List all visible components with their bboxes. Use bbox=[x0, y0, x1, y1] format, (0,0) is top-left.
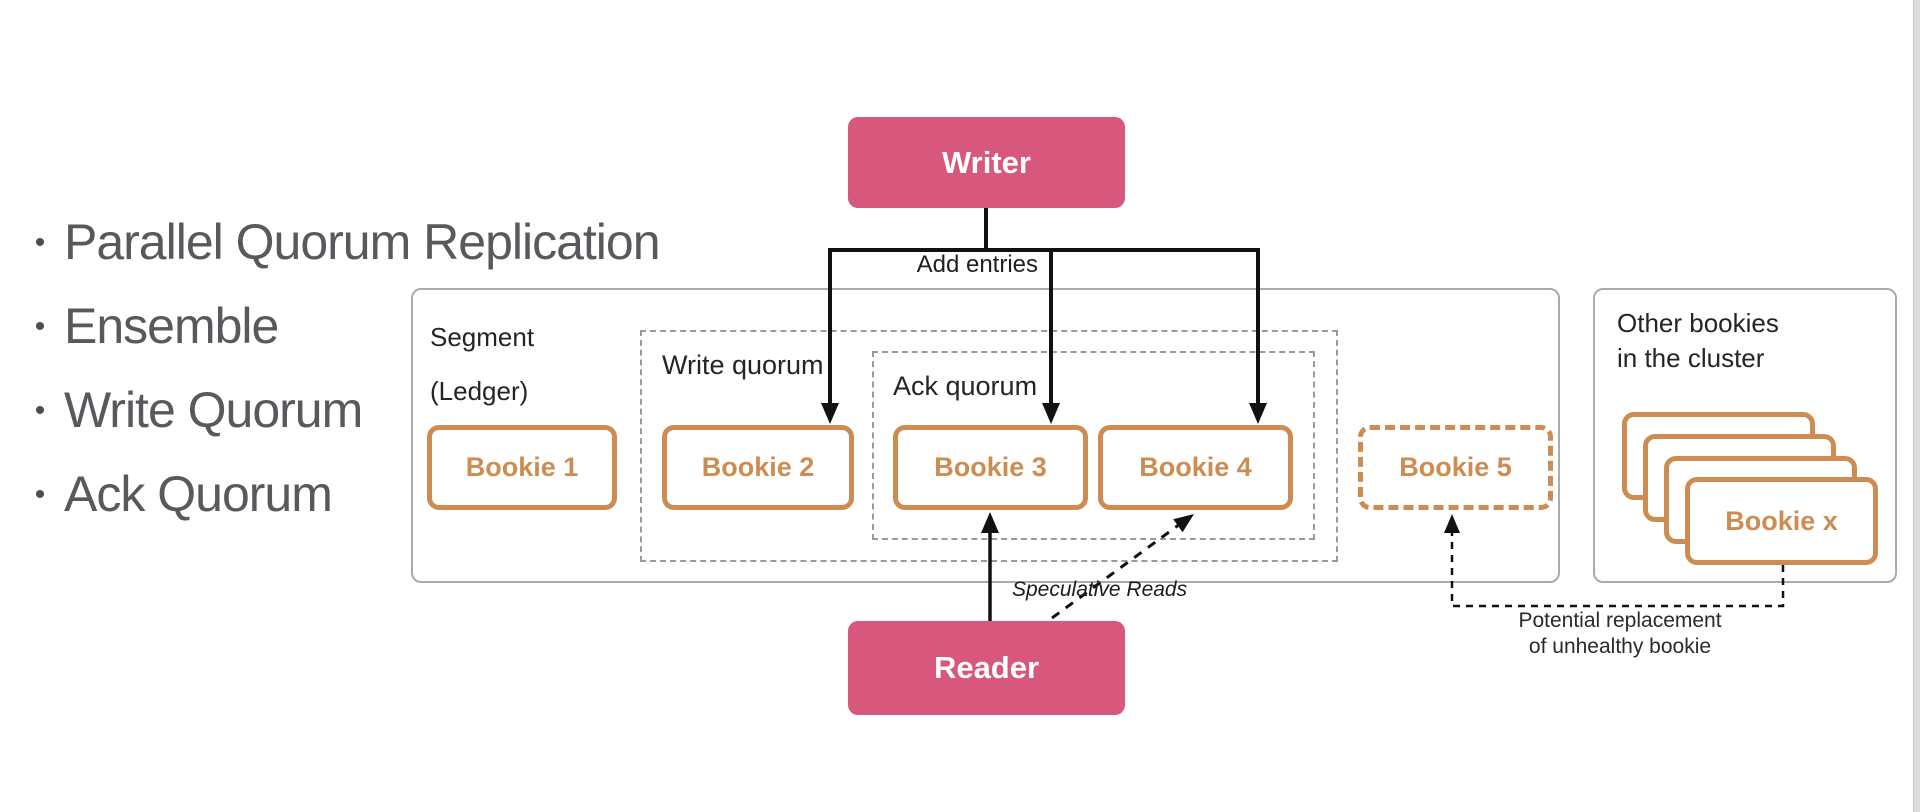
bullet-dot-icon: • bbox=[34, 394, 46, 427]
speculative-reads-label: Speculative Reads bbox=[1012, 578, 1188, 601]
reader-box: Reader bbox=[848, 621, 1125, 715]
ack-quorum-label: Ack quorum bbox=[893, 371, 1038, 401]
bullet-dot-icon: • bbox=[34, 478, 46, 511]
bullet-item: • Parallel Quorum Replication bbox=[16, 210, 661, 274]
bookie-x-label: Bookie x bbox=[1725, 505, 1838, 536]
bullet-text: Ensemble bbox=[64, 298, 279, 354]
bookie-2-box: Bookie 2 bbox=[662, 425, 854, 510]
bookie-x-card: Bookie x bbox=[1685, 477, 1878, 565]
scrollbar-track[interactable] bbox=[1913, 0, 1920, 812]
bullet-item: • Write Quorum bbox=[16, 378, 364, 442]
writer-box: Writer bbox=[848, 117, 1125, 208]
reader-label: Reader bbox=[933, 650, 1040, 685]
bullet-text: Parallel Quorum Replication bbox=[64, 214, 661, 270]
bookie-4-box: Bookie 4 bbox=[1098, 425, 1293, 510]
write-quorum-label: Write quorum bbox=[662, 350, 824, 380]
bookie-1-box: Bookie 1 bbox=[427, 425, 617, 510]
writer-label: Writer bbox=[941, 144, 1031, 180]
other-bookies-label: Other bookies bbox=[1617, 308, 1779, 338]
bullet-dot-icon: • bbox=[34, 226, 46, 259]
segment-label: Segment bbox=[430, 322, 535, 352]
bullet-text: Ack Quorum bbox=[64, 466, 333, 522]
bookie-5-box: Bookie 5 bbox=[1358, 425, 1553, 510]
bookie-3-box: Bookie 3 bbox=[893, 425, 1088, 510]
bullet-item: • Ensemble bbox=[16, 294, 280, 358]
bullet-item: • Ack Quorum bbox=[16, 462, 333, 526]
other-bookies-label: in the cluster bbox=[1617, 343, 1765, 373]
replacement-label: Potential replacement of unhealthy booki… bbox=[1452, 608, 1788, 660]
ledger-label: (Ledger) bbox=[430, 376, 529, 406]
replacement-label-line1: Potential replacement bbox=[1518, 609, 1722, 632]
bullet-dot-icon: • bbox=[34, 310, 46, 343]
add-entries-label: Add entries bbox=[916, 251, 1038, 278]
replacement-label-line2: of unhealthy bookie bbox=[1528, 635, 1712, 658]
bullet-text: Write Quorum bbox=[64, 382, 363, 438]
